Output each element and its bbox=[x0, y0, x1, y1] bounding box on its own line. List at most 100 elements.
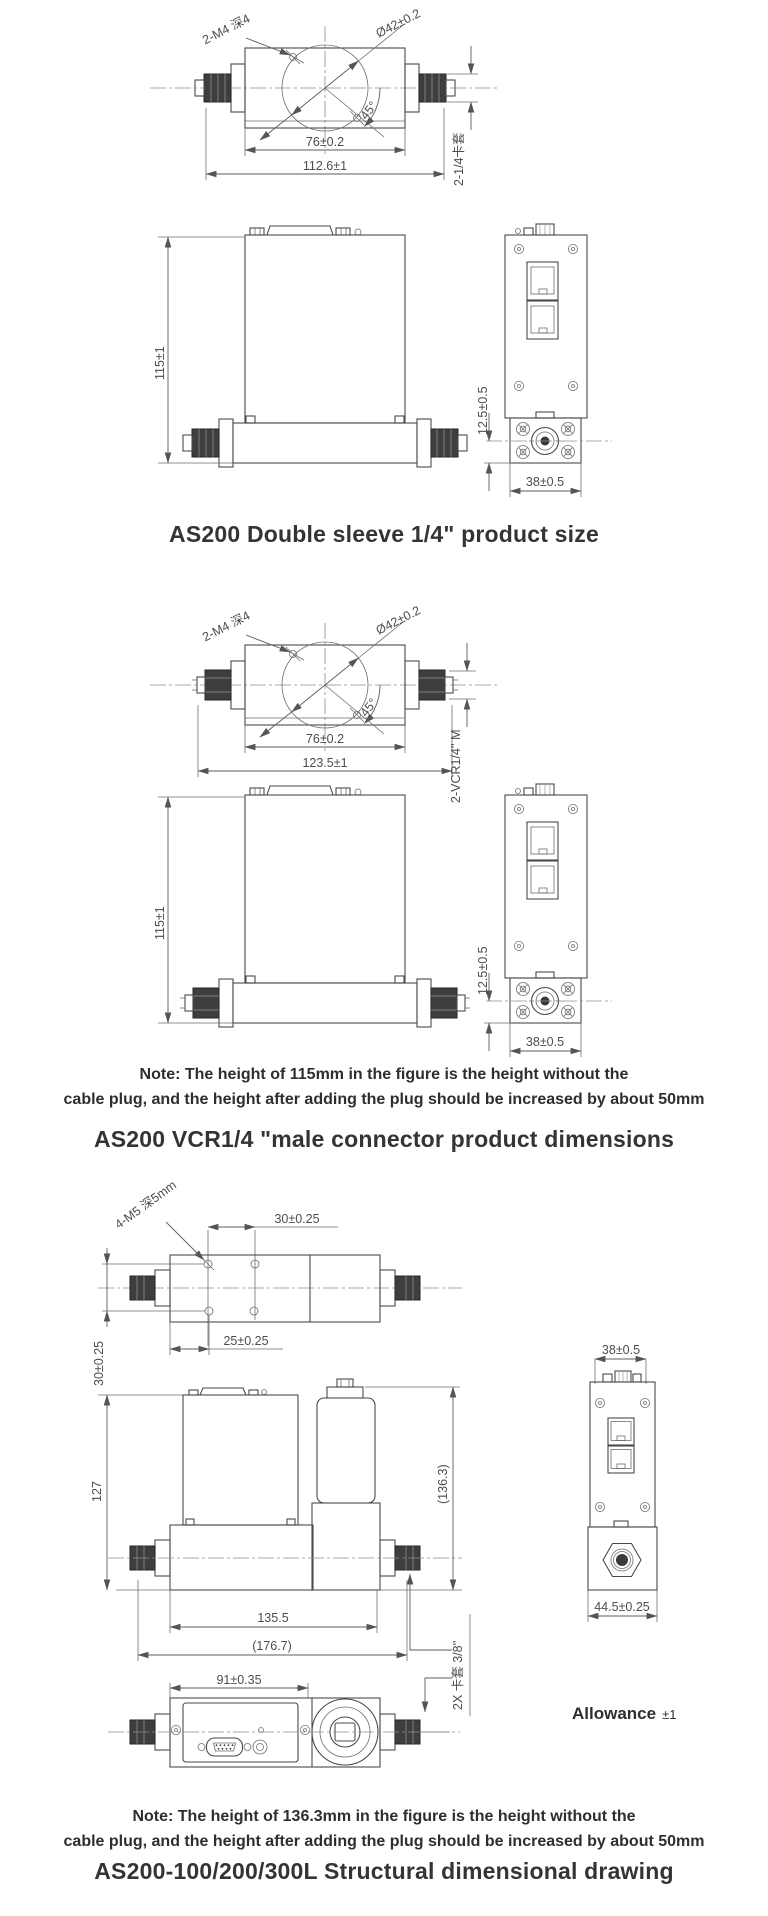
valve-circle bbox=[281, 44, 369, 132]
s2-label-holes: 2-M4 深4 bbox=[200, 609, 252, 645]
s3-label-fitting: 2X 卡套 3/8'' bbox=[450, 1641, 465, 1710]
s3-front-view: 127 (136.3) 135.5 (176.7) bbox=[90, 1378, 462, 1661]
s3-bottom-view: 91±0.35 2X 卡套 3/8'' bbox=[108, 1573, 471, 1768]
bottom-panel bbox=[182, 1702, 299, 1763]
section3-drawing: 30±0.25 25±0.25 30±0.25 4-M5 深5mm bbox=[90, 1178, 658, 1768]
s2-dim-offset: 12.5±0.5 bbox=[476, 946, 490, 995]
section3-note-line2: cable plug, and the height after adding … bbox=[63, 1833, 705, 1850]
screw-icon bbox=[170, 1725, 182, 1735]
s2-side-view: 12.5±0.5 38±0.5 bbox=[476, 783, 612, 1057]
screw-x-icon bbox=[516, 422, 530, 436]
s2-front-view: 115±1 bbox=[153, 785, 471, 1028]
s3-dim-body-length: 135.5 bbox=[257, 1611, 288, 1625]
screw-x-icon bbox=[561, 445, 575, 459]
s1-dim-offset: 12.5±0.5 bbox=[476, 386, 490, 435]
s2-top-view: 76±0.2 123.5±1 2-M4 深4 Ø42±0.2 45° 2-VCR… bbox=[150, 603, 498, 803]
screw-x-icon bbox=[561, 422, 575, 436]
screw-x-icon bbox=[516, 982, 530, 996]
body-outline bbox=[169, 1254, 381, 1323]
screw-x-icon bbox=[516, 445, 530, 459]
s1-top-view: 76±0.2 112.6±1 2-M4 深4 Ø42±0.2 45° 2-1/4… bbox=[150, 6, 498, 186]
s3-dim-height: 127 bbox=[90, 1481, 104, 1502]
s3-dim-spacing-y: 30±0.25 bbox=[92, 1341, 106, 1386]
m5-hole bbox=[250, 1259, 260, 1269]
valve-cylinder bbox=[316, 1397, 376, 1504]
screw-icon bbox=[640, 1398, 650, 1408]
s3-dim-width-bottom: 44.5±0.25 bbox=[594, 1600, 650, 1614]
s3-dim-offset-x: 25±0.25 bbox=[223, 1334, 268, 1348]
screw-icon bbox=[514, 380, 524, 392]
screw-icon bbox=[595, 1502, 605, 1512]
right-fitting bbox=[416, 418, 468, 468]
hex-nut bbox=[602, 1542, 642, 1578]
s3-top-view: 30±0.25 25±0.25 30±0.25 4-M5 深5mm bbox=[92, 1178, 462, 1386]
m5-hole bbox=[204, 1306, 214, 1316]
m5-hole bbox=[249, 1306, 259, 1316]
s1-side-view: 12.5±0.5 38±0.5 bbox=[476, 223, 612, 497]
rj45-port bbox=[607, 1417, 635, 1446]
s1-label-holes: 2-M4 深4 bbox=[200, 12, 252, 48]
base-block bbox=[587, 1526, 658, 1591]
screw-icon bbox=[514, 941, 524, 951]
rj45-port bbox=[526, 300, 559, 340]
s2-dim-inner: 76±0.2 bbox=[306, 732, 344, 746]
body-outline bbox=[244, 234, 406, 424]
s1-dim-width: 38±0.5 bbox=[526, 475, 564, 489]
screw-icon bbox=[568, 804, 578, 814]
s3-dim-total-height: (136.3) bbox=[436, 1464, 450, 1504]
section3-note-line1: Note: The height of 136.3mm in the figur… bbox=[132, 1808, 636, 1825]
s2-label-fitting: 2-VCR1/4'' M bbox=[449, 729, 463, 803]
zero-button bbox=[252, 1739, 268, 1755]
s3-dim-total-length: (176.7) bbox=[252, 1639, 292, 1653]
left-vcr-fitting bbox=[179, 978, 234, 1028]
electronics-tower bbox=[182, 1394, 299, 1526]
s3-label-holes: 4-M5 深5mm bbox=[112, 1178, 179, 1232]
screw-x-icon bbox=[516, 1005, 530, 1019]
section2-note-line1: Note: The height of 115mm in the figure … bbox=[139, 1066, 629, 1083]
screw-icon bbox=[568, 941, 578, 951]
section3-caption: AS200-100/200/300L Structural dimensiona… bbox=[94, 1858, 674, 1884]
section2-note-line2: cable plug, and the height after adding … bbox=[63, 1091, 705, 1108]
s1-front-view: 115±1 bbox=[153, 225, 468, 468]
s1-dim-outer: 112.6±1 bbox=[303, 159, 347, 173]
s3-dim-width-top: 38±0.5 bbox=[602, 1343, 640, 1357]
screw-icon bbox=[299, 1725, 311, 1735]
s2-label-angle: 45° bbox=[358, 696, 381, 720]
screw-x-icon bbox=[561, 982, 575, 996]
rj45-port bbox=[526, 261, 559, 301]
screw-icon bbox=[514, 243, 524, 255]
rj45-port bbox=[607, 1445, 635, 1474]
s2-dim-width: 38±0.5 bbox=[526, 1035, 564, 1049]
screw-icon bbox=[640, 1502, 650, 1512]
base-block bbox=[232, 422, 418, 464]
allowance-label: Allowance bbox=[572, 1704, 657, 1723]
screw-icon bbox=[595, 1398, 605, 1408]
s2-label-dia: Ø42±0.2 bbox=[374, 603, 423, 637]
s2-dim-height: 115±1 bbox=[153, 906, 167, 940]
screw-icon bbox=[514, 804, 524, 814]
s1-dim-inner: 76±0.2 bbox=[306, 135, 344, 149]
section1-drawing: 76±0.2 112.6±1 2-M4 深4 Ø42±0.2 45° 2-1/4… bbox=[150, 6, 612, 497]
s1-dim-height: 115±1 bbox=[153, 346, 167, 380]
s1-label-dia: Ø42±0.2 bbox=[374, 6, 423, 40]
s2-dim-outer: 123.5±1 bbox=[302, 756, 347, 770]
section2-drawing: 76±0.2 123.5±1 2-M4 深4 Ø42±0.2 45° 2-VCR… bbox=[150, 603, 612, 1057]
screw-icon bbox=[568, 380, 578, 392]
screw-icon bbox=[568, 243, 578, 255]
s3-dim-panel-width: 91±0.35 bbox=[216, 1673, 261, 1687]
right-vcr-fitting bbox=[416, 978, 471, 1028]
section2-caption: AS200 VCR1/4 "male connector product dim… bbox=[93, 1126, 675, 1152]
rj45-port bbox=[526, 821, 559, 861]
section1-caption: AS200 Double sleeve 1/4" product size bbox=[169, 521, 599, 547]
s3-dim-spacing-x: 30±0.25 bbox=[274, 1212, 319, 1226]
dsub-connector bbox=[249, 785, 362, 796]
dsub-connector bbox=[199, 1387, 247, 1396]
base-block bbox=[169, 1524, 314, 1591]
base-block bbox=[509, 417, 582, 464]
db9-connector bbox=[197, 1737, 252, 1757]
s3-side-view: 38±0.5 44.5±0.25 bbox=[587, 1343, 658, 1622]
screw-x-icon bbox=[561, 1005, 575, 1019]
allowance-note: Allowance±1 bbox=[572, 1704, 676, 1724]
rj45-port bbox=[526, 860, 559, 900]
